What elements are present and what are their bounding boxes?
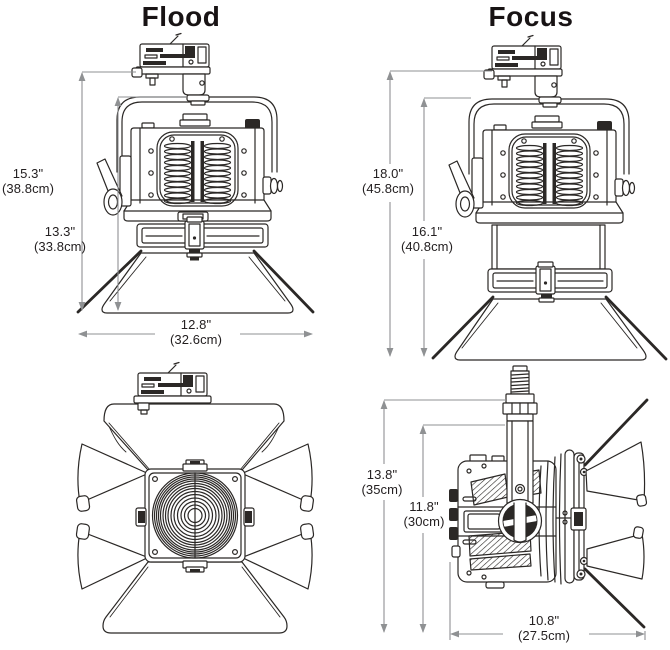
barn-door-top-flap [103, 403, 285, 471]
focus-lever [96, 155, 132, 216]
flood-dimensions [78, 71, 313, 338]
barn-ring-clips [555, 454, 589, 579]
focus-barn-doors [431, 294, 668, 361]
front-view [75, 361, 315, 634]
barn-door-bottom-flap [102, 561, 288, 634]
focus-view-title: Focus [488, 1, 574, 32]
tilt-lock-knob [497, 498, 543, 544]
dim-label-flood-total-height: 15.3" (38.8cm) [1, 166, 55, 196]
focus-dimensions [386, 70, 492, 357]
dimension-lines [78, 70, 646, 640]
track-adapter-icon [131, 32, 211, 106]
fixture-upper-assembly [96, 32, 284, 222]
dim-label-side-body-height: 11.8" (30cm) [403, 499, 445, 529]
dim-label-side-total-height: 13.8" (35cm) [361, 467, 403, 497]
flood-lens-band [136, 211, 269, 250]
flood-view [76, 32, 315, 314]
dim-label-flood-width: 12.8" (32.6cm) [169, 317, 223, 347]
flood-view-title: Flood [141, 1, 221, 32]
dim-label-focus-body-height: 16.1" (40.8cm) [400, 224, 454, 254]
side-view [449, 365, 649, 629]
side-dimensions [380, 399, 646, 640]
front-track-adapter-icon [133, 361, 212, 415]
focus-view [431, 36, 668, 361]
heatsink-fins [163, 141, 232, 205]
barn-door-left-flaps [75, 443, 149, 590]
focus-extension-tube [487, 224, 613, 295]
fresnel-lens [151, 472, 239, 559]
yoke-arm [506, 420, 534, 504]
lamp-housing [123, 113, 272, 222]
frame-clips [135, 459, 255, 573]
dim-label-side-depth: 10.8" (27.5cm) [517, 613, 571, 643]
barn-doors-fan [583, 398, 649, 629]
dim-label-flood-body-height: 13.3" (33.8cm) [33, 224, 87, 254]
dim-label-focus-total-height: 18.0" (45.8cm) [361, 166, 415, 196]
side-knob [262, 176, 284, 195]
mounting-stem [502, 365, 538, 422]
flood-barn-doors [76, 249, 315, 314]
